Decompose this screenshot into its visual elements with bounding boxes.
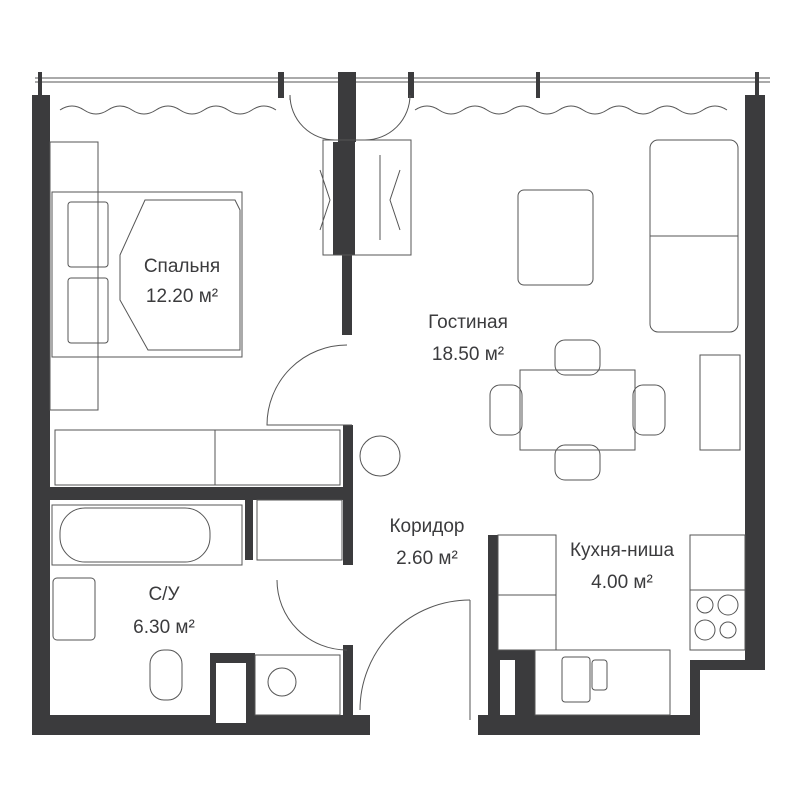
room-area-bathroom: 6.30 м² bbox=[133, 617, 195, 638]
bathroom-fixtures bbox=[51, 504, 341, 716]
closet bbox=[54, 429, 343, 561]
room-name-corridor: Коридор bbox=[389, 516, 464, 537]
walls bbox=[32, 95, 765, 735]
window-glazing bbox=[35, 72, 770, 142]
wardrobe bbox=[319, 139, 412, 256]
curtain bbox=[59, 105, 277, 115]
room-area-corridor: 2.60 м² bbox=[396, 548, 458, 569]
doors bbox=[266, 94, 471, 720]
room-area-living: 18.50 м² bbox=[432, 344, 504, 365]
room-name-bedroom: Спальня bbox=[144, 256, 220, 277]
room-name-bathroom: С/У bbox=[148, 584, 180, 605]
room-area-kitchen: 4.00 м² bbox=[591, 572, 653, 593]
room-area-bedroom: 12.20 м² bbox=[146, 286, 218, 307]
kitchen-fixtures bbox=[497, 534, 746, 716]
living-furniture bbox=[359, 139, 741, 481]
room-name-living: Гостиная bbox=[428, 312, 508, 333]
curtain bbox=[414, 105, 728, 115]
bed bbox=[49, 141, 243, 411]
room-name-kitchen: Кухня-ниша bbox=[570, 540, 675, 561]
